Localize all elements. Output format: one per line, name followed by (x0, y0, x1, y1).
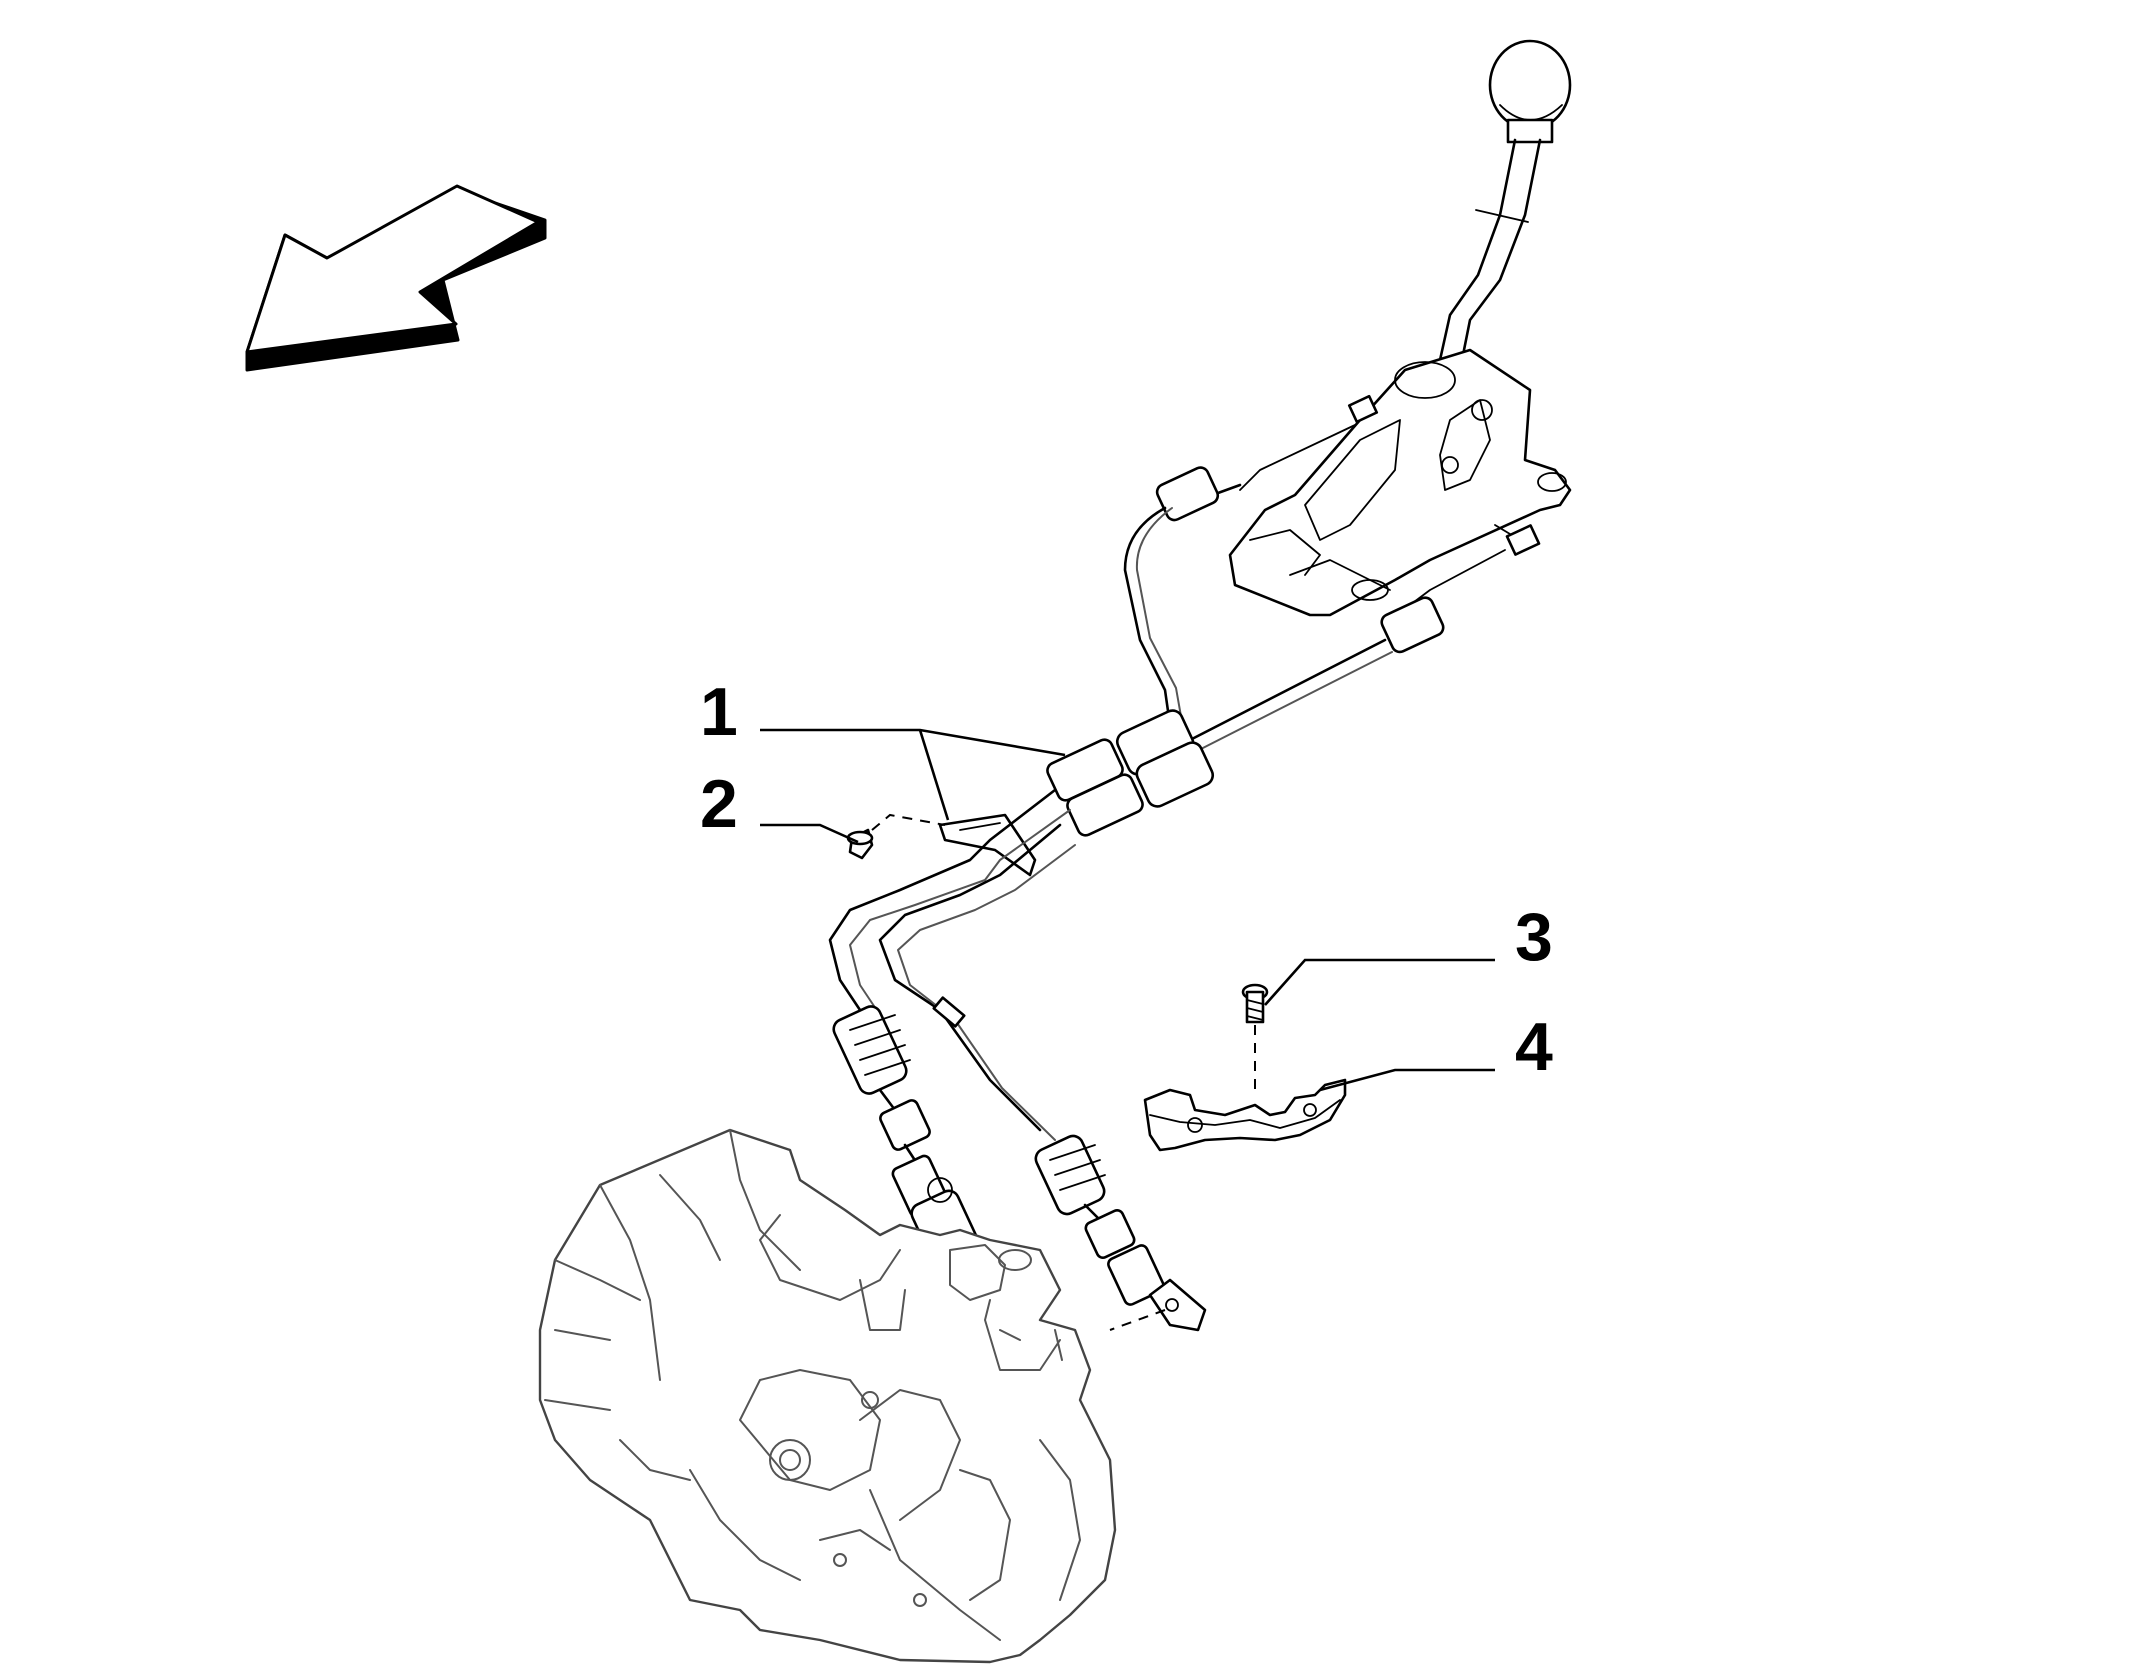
callout-1: 1 (700, 674, 738, 750)
gear-lever-assembly (1228, 39, 1572, 617)
screw-part-2 (846, 813, 946, 860)
bolt-part-3 (1241, 983, 1269, 1090)
leader-lines (760, 728, 1495, 1092)
callout-2: 2 (700, 766, 738, 842)
gearshift-cables (828, 394, 1541, 1141)
right-cable-end (1034, 1134, 1207, 1332)
bracket-part-4 (1143, 1078, 1347, 1152)
gearbox-housing (538, 1128, 1117, 1664)
callout-3: 3 (1515, 899, 1553, 975)
callout-4: 4 (1515, 1009, 1553, 1085)
direction-arrow-icon (245, 184, 547, 372)
